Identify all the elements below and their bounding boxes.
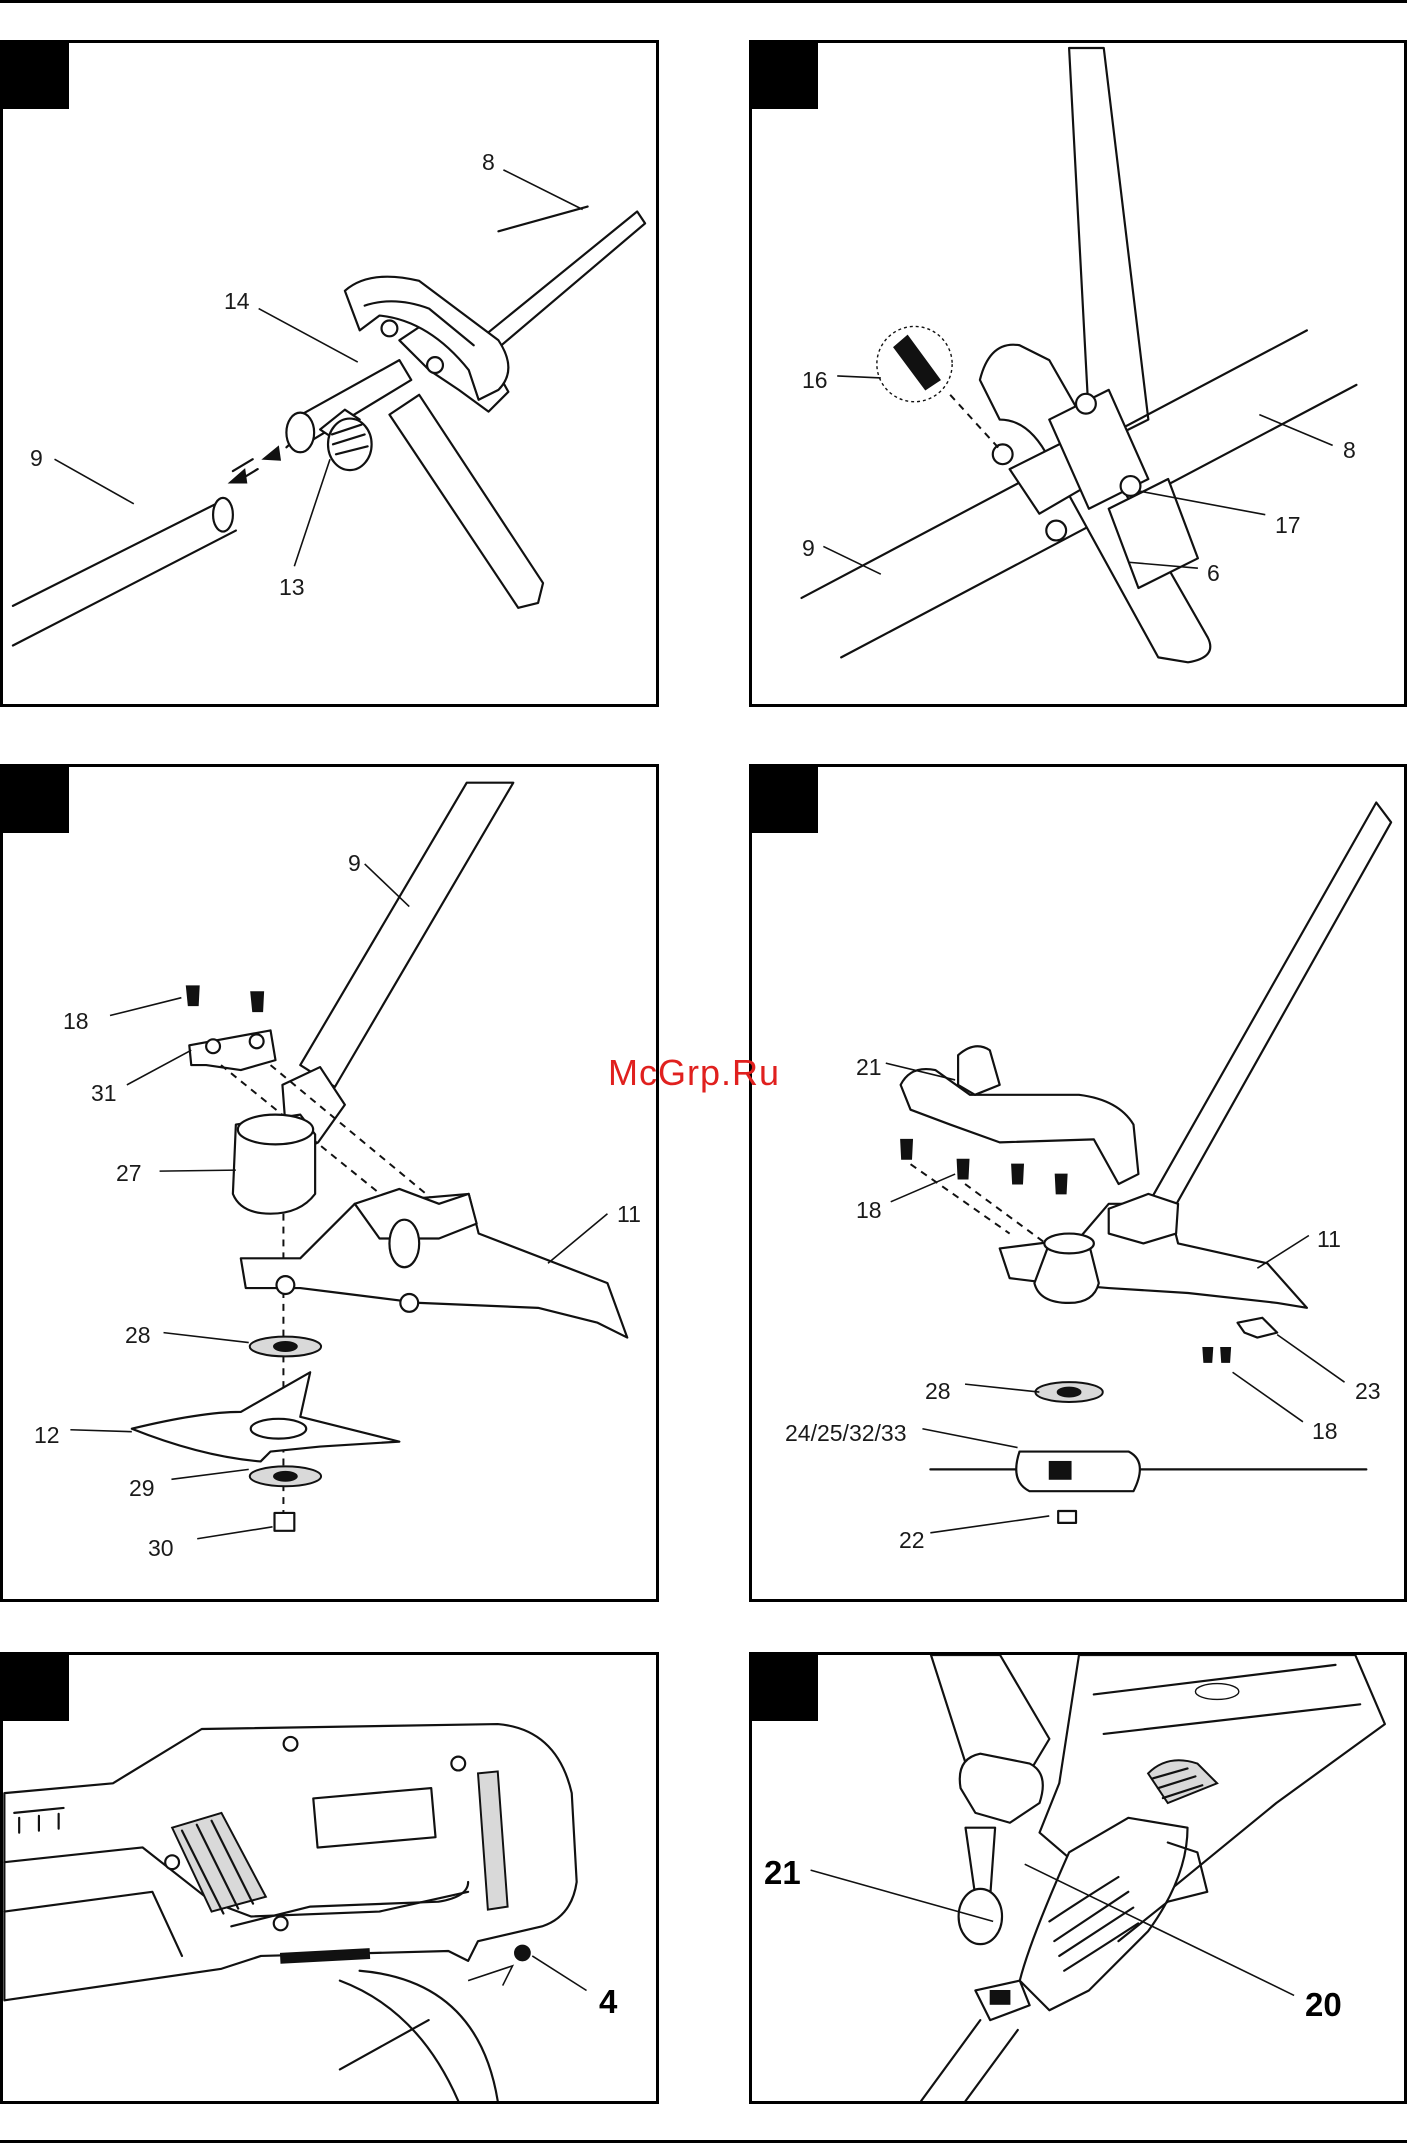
- leader-13: [3, 43, 656, 704]
- watermark: McGrp.Ru: [608, 1052, 780, 1094]
- leader-22: [752, 767, 1404, 1599]
- bottom-rule: [0, 2140, 1407, 2143]
- leader-20: [752, 1655, 1404, 2101]
- panel-auxiliary-handle: 16 8 9 17 6: [749, 40, 1407, 707]
- panel-motor-housing: 4: [0, 1652, 659, 2104]
- panel-handle-assembly: 8 14 9 13: [0, 40, 659, 707]
- top-rule: [0, 0, 1407, 3]
- panel-blade-assembly: 9 18 31 27 11 28 12 29 30: [0, 764, 659, 1602]
- leader-30: [3, 767, 656, 1599]
- panel-trimmer-head-assembly: 21 18 11 23 28 18 24/25/32/33 22: [749, 764, 1407, 1602]
- leader-6: [752, 43, 1404, 704]
- panel-shoulder-strap: 21 20: [749, 1652, 1407, 2104]
- leader-4: [3, 1655, 656, 2101]
